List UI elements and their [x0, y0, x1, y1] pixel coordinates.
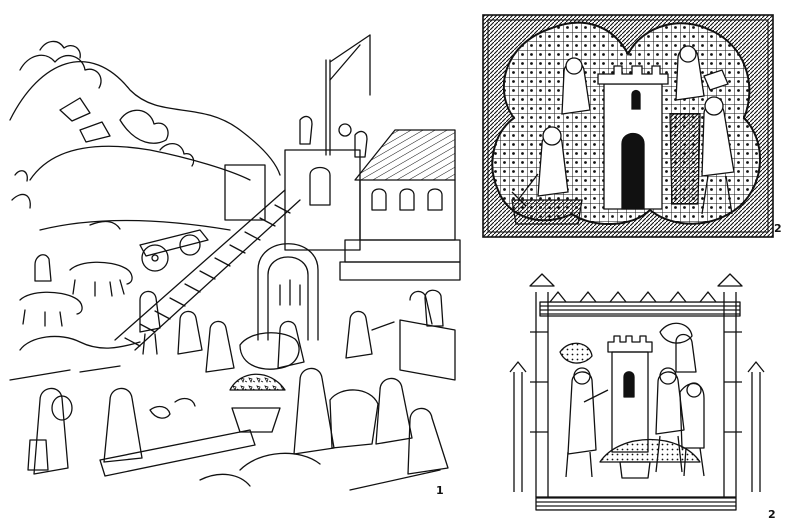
- oxen: [69, 261, 133, 297]
- construction-scene-illustration: 1: [9, 34, 461, 497]
- basket: [231, 407, 281, 433]
- worker-foreground: [33, 387, 69, 475]
- figure-right: [655, 371, 685, 435]
- gateway-arch: [257, 243, 319, 341]
- crane-post: [325, 59, 331, 156]
- quatrefoil-drawing: [482, 14, 774, 238]
- road: [39, 219, 231, 231]
- panel-label-2-top: 2: [774, 222, 782, 235]
- worker: [139, 290, 161, 355]
- pillar-right: [723, 292, 737, 497]
- house-roof: [354, 129, 456, 181]
- gothic-drawing: [509, 273, 765, 511]
- gothic-canopy: [539, 301, 741, 317]
- figure-left: [567, 371, 597, 455]
- panel-label-2-bottom: 2: [768, 508, 776, 521]
- tower: [284, 149, 361, 251]
- pillar-left: [535, 292, 549, 497]
- castle-tower-small: [611, 351, 649, 453]
- quatrefoil-miniature: 2: [482, 14, 782, 242]
- cart-wheel: [141, 244, 169, 272]
- gothic-miniature: 2: [500, 272, 782, 524]
- panel-label-1: 1: [436, 484, 444, 497]
- hillside: [9, 61, 281, 176]
- construction-scene-drawing: [9, 34, 461, 491]
